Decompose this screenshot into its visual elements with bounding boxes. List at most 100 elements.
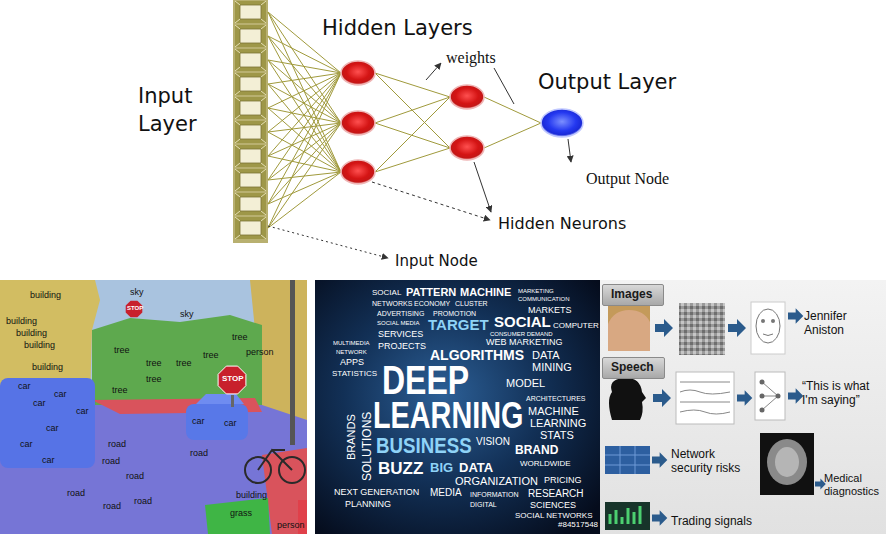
panel-tab: Speech bbox=[602, 357, 665, 379]
segment-label: building bbox=[6, 317, 37, 327]
leader-line bbox=[426, 63, 441, 80]
flow-arrow bbox=[653, 389, 671, 407]
input-column bbox=[233, 0, 268, 243]
node-label: Input Node bbox=[395, 251, 478, 271]
segment-label: car bbox=[192, 417, 205, 427]
input-node bbox=[235, 1, 266, 23]
flow-arrow bbox=[728, 319, 746, 337]
hidden-neuron bbox=[450, 85, 484, 109]
spectrogram bbox=[680, 382, 730, 414]
input-node bbox=[235, 121, 266, 143]
face-sketch bbox=[763, 334, 773, 336]
segment-label: building bbox=[16, 329, 47, 339]
application-label: Trading signals bbox=[671, 514, 752, 528]
cloud-word: MEDIA bbox=[430, 488, 462, 498]
input-node bbox=[235, 169, 266, 191]
hidden-neuron bbox=[341, 61, 484, 184]
cloud-word: LEARNING bbox=[530, 418, 586, 429]
cloud-word: VISION bbox=[476, 437, 510, 447]
face-photo bbox=[608, 305, 650, 324]
sign-text: STOP bbox=[127, 305, 143, 312]
cloud-word: MODEL bbox=[506, 378, 545, 389]
cloud-word: PROMOTION bbox=[433, 310, 476, 317]
hidden-neuron bbox=[450, 136, 484, 160]
segmented-street-photo bbox=[245, 450, 305, 483]
segment-label: building bbox=[24, 341, 55, 351]
cloud-word: SOCIAL bbox=[494, 314, 551, 329]
cloud-word: DEEP bbox=[382, 360, 469, 400]
cloud-word: NEXT GENERATION bbox=[334, 488, 419, 497]
face-sketch bbox=[756, 309, 780, 343]
cloud-word: BUZZ bbox=[378, 460, 423, 477]
input-node bbox=[235, 193, 266, 215]
result-label: Jennifer Aniston bbox=[804, 309, 882, 338]
segment-label: road bbox=[108, 440, 126, 450]
cloud-word: SERVICES bbox=[378, 330, 423, 339]
leader-line bbox=[268, 226, 388, 258]
mri-image bbox=[767, 439, 807, 485]
flow-arrow bbox=[788, 308, 803, 323]
applications-panel bbox=[600, 280, 886, 534]
cloud-word: DIGITAL bbox=[470, 501, 497, 508]
weight-line bbox=[375, 73, 450, 172]
trading-thumbnail bbox=[605, 502, 650, 530]
hidden-neuron bbox=[341, 61, 375, 85]
cloud-word: SOCIAL NETWORKS bbox=[515, 512, 593, 520]
security-thumbnail bbox=[605, 446, 650, 474]
trading-thumbnail bbox=[605, 502, 650, 530]
tab-text: Speech bbox=[603, 358, 662, 376]
segment-label: road bbox=[126, 472, 144, 482]
segment-label: tree bbox=[232, 333, 248, 343]
input-node bbox=[235, 49, 266, 71]
leader-line bbox=[568, 139, 571, 162]
segmented-street-photo bbox=[0, 280, 307, 534]
cloud-word: BIG bbox=[430, 461, 453, 474]
input-node bbox=[235, 97, 266, 119]
word-cloud bbox=[315, 280, 600, 534]
segment-label: person bbox=[246, 348, 274, 358]
cloud-word: TARGET bbox=[428, 317, 489, 332]
segmented-street-photo bbox=[290, 280, 295, 445]
cloud-word: NETWORKS bbox=[372, 300, 412, 307]
segment-label: sky bbox=[180, 310, 194, 320]
face-sketch bbox=[751, 302, 785, 354]
mri-image bbox=[760, 433, 814, 495]
cloud-word: INFORMATION bbox=[470, 491, 518, 498]
segment-label: tree bbox=[176, 359, 192, 369]
segment-label: car bbox=[54, 390, 67, 400]
cloud-word: CLUSTER bbox=[455, 300, 488, 307]
cloud-word: CONSUMER DEMAND bbox=[490, 331, 553, 337]
face-sketch bbox=[771, 319, 775, 323]
cloud-word: DATA bbox=[532, 350, 560, 361]
segmented-street-photo bbox=[218, 366, 246, 394]
cloud-word: NETWORK bbox=[336, 349, 367, 355]
cloud-word: MACHINE bbox=[460, 287, 511, 298]
cloud-word: STATS bbox=[540, 430, 574, 441]
cloud-word: WEB MARKETING bbox=[486, 338, 563, 347]
segmented-street-photo bbox=[258, 450, 292, 470]
segment-label: car bbox=[46, 424, 59, 434]
result-label: “This is what I'm saying” bbox=[802, 379, 882, 408]
input-node bbox=[235, 217, 266, 239]
segmented-street-photo bbox=[196, 394, 244, 404]
network-image bbox=[755, 372, 785, 420]
segmented-street-photo bbox=[0, 378, 95, 468]
network-image bbox=[755, 372, 785, 420]
segmented-street-photo bbox=[0, 405, 307, 534]
cloud-word: RESEARCH bbox=[528, 489, 584, 499]
segmented-street-photo bbox=[186, 404, 248, 440]
segment-label: road bbox=[103, 502, 121, 512]
cloud-word: WORLDWIDE bbox=[520, 460, 571, 468]
segment-label: tree bbox=[203, 351, 219, 361]
flow-arrow bbox=[652, 452, 667, 467]
cloud-word: MARKETING bbox=[518, 288, 554, 294]
segment-label: road bbox=[190, 449, 208, 459]
segment-label: person bbox=[277, 521, 305, 531]
face-sketch bbox=[751, 302, 785, 354]
cloud-word: LEARNING bbox=[373, 398, 523, 434]
segment-label: tree bbox=[112, 386, 128, 396]
face-photo bbox=[608, 305, 650, 351]
segment-label: building bbox=[30, 291, 61, 301]
cloud-word: PLANNING bbox=[345, 500, 391, 509]
